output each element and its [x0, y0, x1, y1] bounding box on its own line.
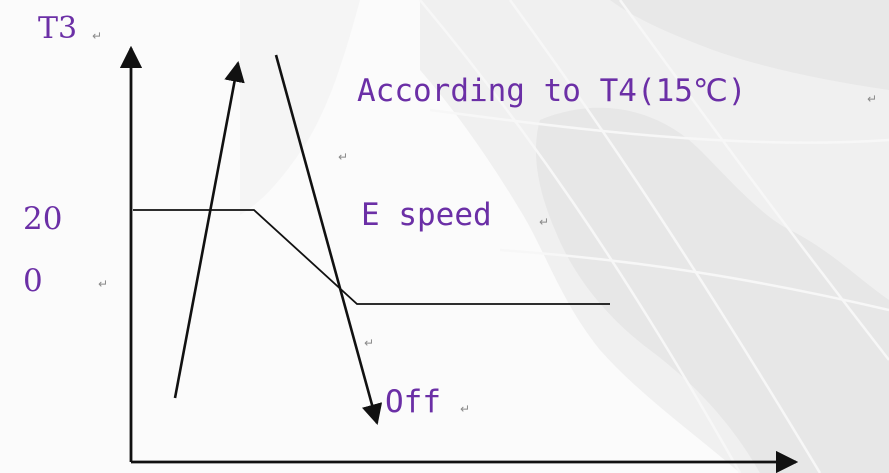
paragraph-mark-icon: ↵	[98, 277, 109, 291]
off-label: Off	[385, 384, 441, 420]
threshold-label-line-1: 20	[23, 201, 63, 237]
paragraph-mark-icon: ↵	[867, 92, 878, 106]
rising-arrow	[173, 60, 245, 399]
falling-arrow	[274, 54, 383, 426]
speed-label: E speed	[361, 197, 492, 233]
paragraph-mark-icon: ↵	[338, 150, 349, 164]
paragraph-mark-icon: ↵	[539, 215, 550, 229]
y-axis-label: T3	[38, 11, 78, 46]
paragraph-mark-icon: ↵	[364, 336, 375, 350]
paragraph-mark-icon: ↵	[460, 402, 471, 416]
threshold-label-line-2: 0	[23, 263, 43, 299]
speed-curve	[133, 209, 610, 305]
paragraph-mark-icon: ↵	[92, 29, 103, 43]
mode-label: According to T4(15℃)	[357, 73, 747, 109]
